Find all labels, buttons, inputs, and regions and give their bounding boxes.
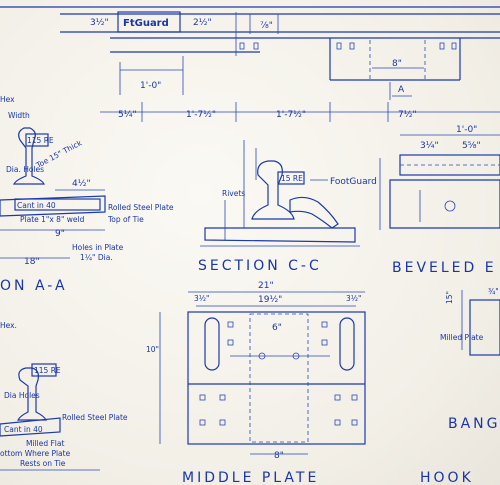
dim-15: 15" — [445, 291, 454, 304]
dimension-row: 5¼" 1'-7½" 1'-7½" 7½" — [100, 102, 500, 122]
cant-box — [14, 198, 101, 211]
hex-label-b: Hex. — [0, 321, 17, 330]
dim-7-8: ⅞" — [260, 21, 273, 31]
width-label: Width — [8, 111, 30, 120]
middle-plate-outline — [187, 311, 366, 445]
middle-plate-view: 21" 19½" 3½" 3½" 6" 10" 8" — [146, 281, 366, 485]
dim-7-5: 7½" — [398, 110, 417, 120]
slot-right — [339, 317, 355, 371]
dim-9: 9" — [55, 229, 65, 239]
dim-1-0b: 1'-0" — [456, 125, 477, 135]
holes-in-plate-label: Holes in Plate — [72, 243, 124, 252]
rail-115-lower-box — [31, 363, 57, 377]
holes-dia-label: 1¼" Dia. — [80, 253, 113, 262]
foot-guard-shape — [289, 196, 339, 229]
dim-1-7-5a: 1'-7½" — [186, 110, 216, 120]
rail-115-cc-box — [277, 171, 305, 185]
label-a: A — [398, 85, 405, 95]
dia-holes-b-label: Dia Holes — [4, 391, 40, 400]
dim-3-5: 3½" — [90, 18, 109, 28]
dim-5-25: 5¼" — [118, 110, 137, 120]
section-cc: 15 RE FootGuard Rivets SECTION C-C — [198, 140, 377, 274]
slot-left — [204, 317, 220, 371]
dim-21: 21" — [258, 281, 274, 291]
ft-guard-box — [117, 11, 181, 33]
tie-plate-lower — [0, 417, 61, 437]
dim-8b: 8" — [274, 451, 284, 461]
middle-plate-title: MIDDLE PLATE — [182, 470, 319, 485]
dim-2-5: 2½" — [193, 18, 212, 28]
center-casting — [249, 313, 309, 443]
dim-5-5: 5⅝" — [462, 141, 481, 151]
rail-115-label: 115 RE — [27, 136, 54, 145]
dia-holes-label: Dia. Holes — [6, 165, 44, 174]
rail-profile-cc — [251, 160, 295, 220]
hook-title: HOOK — [420, 470, 474, 485]
plate-size-label: Plate 1"x 8" weld — [20, 215, 85, 224]
section-cc-title: SECTION C-C — [198, 258, 322, 274]
hook-plate-edge — [469, 299, 500, 356]
dim-1-0: 1'-0" — [140, 81, 161, 91]
dim-19-5: 19½" — [258, 295, 282, 305]
beveled-hole — [444, 200, 456, 212]
beveled-title: BEVELED E — [392, 260, 497, 276]
dim-3-5c: 3½" — [346, 294, 362, 303]
section-aa-title: ON A-A — [0, 278, 68, 294]
rail-label-box — [25, 133, 49, 147]
dim-8: 8" — [392, 59, 402, 69]
cant-label: Cant in 40 — [17, 201, 56, 210]
hex-label: Hex — [0, 95, 15, 104]
ft-guard-label: FtGuard — [123, 18, 169, 29]
dim-3-25: 3¼" — [420, 141, 439, 151]
base-plate-cc — [204, 227, 356, 243]
hook-plate-view: 15" Milled Plate ¾" BANGO HOOK — [420, 287, 500, 485]
dim-3-4: ¾" — [488, 287, 499, 296]
rail-profile-upper — [13, 127, 45, 185]
rail-115-lower-label: 115 RE — [34, 366, 61, 375]
cant-b-label: Cant in 40 — [4, 425, 43, 434]
section-lower-left: Hex. 115 RE Dia Holes Rolled Steel Plate… — [0, 321, 128, 471]
tie-plate-upper — [0, 195, 106, 217]
section-aa-upper: Hex Width 115 RE Dia. Holes Toe 15" Thic… — [0, 95, 174, 294]
bango-label: BANGO — [448, 416, 500, 432]
dim-10: 10" — [146, 345, 159, 354]
dim-3-5b: 3½" — [194, 294, 210, 303]
rolled-steel-plate-b-label: Rolled Steel Plate — [62, 413, 128, 422]
dim-4-5: 4½" — [72, 179, 91, 189]
top-of-tie-label: Top of Tie — [107, 215, 144, 224]
beveled-body — [389, 179, 500, 229]
foot-guard-label: FootGuard — [330, 177, 377, 187]
top-plan-view: FtGuard 3½" 2½" ⅞" 8" 1'-0" A — [60, 11, 500, 100]
rolled-steel-plate-label: Rolled Steel Plate — [108, 203, 174, 212]
rail-115-cc-label: 15 RE — [281, 174, 303, 183]
rests-on-tie-label: Rests on Tie — [20, 459, 66, 468]
dim-6: 6" — [272, 323, 282, 333]
rail-profile-lower — [17, 367, 47, 421]
where-plate-label: ottom Where Plate — [0, 449, 71, 458]
milled-flat-label: Milled Flat — [26, 439, 64, 448]
milled-plate-label: Milled Plate — [440, 333, 484, 342]
beveled-end-view: 1'-0" 3¼" 5⅝" BEVELED E — [379, 125, 500, 276]
dim-18: 18" — [24, 257, 40, 267]
dim-1-7-5b: 1'-7½" — [276, 110, 306, 120]
rivets-label: Rivets — [222, 189, 245, 198]
